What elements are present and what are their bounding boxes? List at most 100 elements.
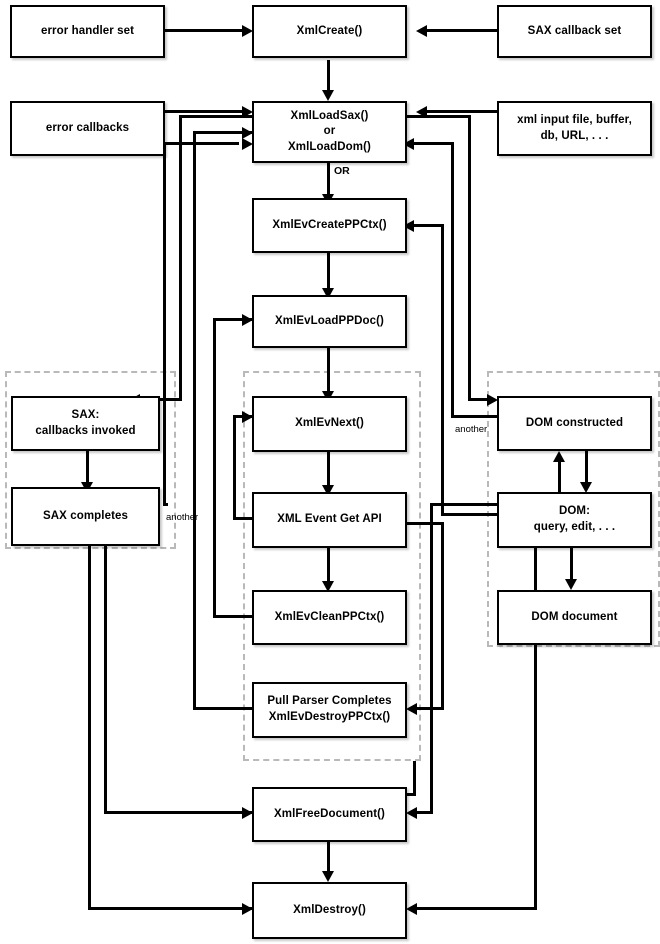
- node-xml-destroy[interactable]: XmlDestroy(): [252, 882, 407, 939]
- node-error-handler-set[interactable]: error handler set: [10, 5, 165, 58]
- node-label-error-handler-set: error handler set: [40, 24, 135, 37]
- node-xml-event-get-api[interactable]: XML Event Get API: [252, 492, 407, 548]
- node-xml-free-document[interactable]: XmlFreeDocument(): [252, 787, 407, 842]
- edge-saxcompletes-to-freedoc-in: [104, 811, 255, 814]
- arrowhead-errorcallbacks-to-xmlload: [242, 105, 253, 118]
- node-label-xml-load-line1: XmlLoadSax(): [290, 109, 369, 122]
- node-sax-callbacks-invoked[interactable]: SAX: callbacks invoked: [11, 396, 160, 451]
- edge-geteventapi-loop-up: [233, 415, 236, 520]
- node-xml-create[interactable]: XmlCreate(): [252, 5, 407, 58]
- arrowhead-evnext-to-geteventapi: [322, 485, 334, 496]
- edge-pullcomplete-loop-out: [193, 707, 255, 710]
- edge-geteventapi-to-evclean: [327, 548, 330, 584]
- edge-saxcompletes-to-destroy-in: [88, 907, 255, 910]
- node-label-xml-input-source-line1: xml input file, buffer,: [517, 113, 632, 126]
- node-xml-ev-next[interactable]: XmlEvNext(): [252, 396, 407, 452]
- node-pull-parser-completes[interactable]: Pull Parser Completes XmlEvDestroyPPCtx(…: [252, 682, 407, 738]
- edge-xmlload-to-domconstructed-out: [402, 115, 471, 118]
- node-dom-document[interactable]: DOM document: [497, 590, 652, 645]
- edge-pullgroup-to-freedoc-down: [413, 761, 416, 796]
- node-xml-load[interactable]: XmlLoadSax() or XmlLoadDom(): [252, 101, 407, 163]
- edge-xmlcreate-to-xmlload: [327, 60, 330, 92]
- arrowhead-geteventapi-to-evclean: [322, 581, 334, 592]
- edge-domconstructed-another-out: [451, 415, 497, 418]
- arrowhead-pullcomplete-to-xmlload: [242, 126, 253, 139]
- edge-saxcompletes-to-destroy-down: [88, 546, 91, 910]
- node-label-dom-query-edit-line2: query, edit, . . .: [533, 521, 616, 533]
- edge-xmlload-to-saxcallbacks-down: [179, 115, 182, 401]
- edge-domconstructed-another-in: [414, 142, 454, 145]
- node-label-xml-ev-next: XmlEvNext(): [295, 417, 364, 430]
- group-dom: [487, 371, 660, 647]
- edge-evnext-to-geteventapi: [327, 452, 330, 488]
- edge-domconstructed-to-domquery: [585, 451, 588, 485]
- edge-label-another-sax: another: [166, 512, 199, 523]
- node-label-xml-input-source-line2: db, URL, . . .: [540, 129, 609, 142]
- node-label-xml-create: XmlCreate(): [296, 24, 363, 37]
- node-dom-query-edit[interactable]: DOM: query, edit, . . .: [497, 492, 652, 548]
- edge-freedoc-to-destroy: [327, 842, 330, 874]
- node-xml-input-source[interactable]: xml input file, buffer, db, URL, . . .: [497, 101, 652, 156]
- node-dom-constructed[interactable]: DOM constructed: [497, 396, 652, 451]
- arrowhead-saxcompletes-another-to-xmlload: [242, 137, 253, 150]
- edge-label-another-dom: another: [455, 424, 488, 435]
- arrowhead-domquery-to-domdocument: [565, 579, 577, 590]
- arrowhead-geteventapi-loop-to-evnext: [242, 410, 253, 423]
- edge-domquery-to-freedoc-down: [430, 503, 433, 814]
- edge-saxcompletes-another-up: [163, 142, 166, 506]
- edge-pullcomplete-loop-up: [193, 131, 196, 710]
- edge-errorhandler-to-xmlcreate: [164, 29, 242, 32]
- edge-evclean-loop-up: [213, 318, 216, 618]
- node-sax-completes[interactable]: SAX completes: [11, 487, 160, 546]
- node-error-callbacks[interactable]: error callbacks: [10, 101, 165, 156]
- arrowhead-inputsource-to-xmlload: [416, 105, 427, 118]
- node-xml-ev-clean-ppctx[interactable]: XmlEvCleanPPCtx(): [252, 590, 407, 645]
- arrowhead-saxcallback-to-xmlcreate: [416, 24, 427, 37]
- edge-geteventapi-loop-out: [233, 517, 255, 520]
- edge-saxcompletes-another-in: [163, 142, 239, 145]
- edge-domquery-to-evcreate-out: [441, 513, 497, 516]
- arrowhead-xmlcreate-to-xmlload: [322, 90, 334, 101]
- node-label-pull-parser-completes-line1: Pull Parser Completes: [267, 695, 392, 708]
- node-label-xml-event-get-api: XML Event Get API: [277, 513, 382, 526]
- arrowhead-evcreate-to-evload: [322, 288, 334, 299]
- edge-xmlload-to-evcreate: [327, 163, 330, 198]
- group-pull-parser: [243, 371, 421, 761]
- edge-evclean-loop-out: [213, 615, 255, 618]
- node-label-sax-callbacks-invoked-line1: SAX:: [71, 408, 100, 421]
- edge-saxcallbacks-to-saxcompletes: [86, 451, 89, 485]
- node-label-dom-document: DOM document: [531, 610, 618, 623]
- edge-xmlload-to-domconstructed-down: [468, 115, 471, 401]
- node-label-xml-ev-clean-ppctx: XmlEvCleanPPCtx(): [274, 610, 385, 623]
- node-label-xml-load-line3: XmlLoadDom(): [288, 140, 371, 153]
- edge-evclean-loop-in: [213, 318, 253, 321]
- node-label-sax-callback-set: SAX callback set: [527, 24, 622, 37]
- edge-saxcallback-to-xmlcreate: [427, 29, 497, 32]
- edge-domquery-to-freedoc-in: [417, 811, 433, 814]
- node-label-xml-load-line2: or: [323, 125, 336, 138]
- edge-domquery-to-destroy-in: [417, 907, 537, 910]
- node-sax-callback-set[interactable]: SAX callback set: [497, 5, 652, 58]
- edge-domquery-to-domconstructed: [558, 462, 561, 492]
- edge-domconstructed-another-up: [451, 142, 454, 418]
- edge-domquery-to-destroy-down: [534, 522, 537, 910]
- node-label-sax-completes: SAX completes: [42, 509, 129, 522]
- edge-pullcomplete-loop-in: [193, 131, 253, 134]
- edge-domquery-to-evcreate-up: [441, 224, 444, 516]
- arrowhead-geteventapi-to-pullcomplete: [406, 702, 417, 715]
- node-label-xml-ev-create-ppctx: XmlEvCreatePPCtx(): [272, 218, 387, 231]
- edge-pullgroup-to-freedoc-in: [402, 793, 416, 796]
- arrowhead-saxcompletes-to-freedoc: [242, 806, 253, 819]
- edge-xmlload-to-saxcallbacks-out: [179, 115, 255, 118]
- edge-evload-to-evnext: [327, 348, 330, 394]
- edge-saxcompletes-to-freedoc-down: [104, 546, 107, 814]
- arrowhead-domconstructed-another-to-xmlload: [403, 137, 414, 150]
- node-label-dom-constructed: DOM constructed: [525, 416, 624, 429]
- edge-label-or: OR: [334, 165, 350, 177]
- node-xml-ev-load-ppdoc[interactable]: XmlEvLoadPPDoc(): [252, 295, 407, 348]
- node-xml-ev-create-ppctx[interactable]: XmlEvCreatePPCtx(): [252, 198, 407, 253]
- edge-geteventapi-to-pullcomplete-down: [441, 522, 444, 710]
- edge-domquery-to-domdocument: [570, 548, 573, 582]
- edge-xmlload-to-saxcallbacks-in: [140, 398, 182, 401]
